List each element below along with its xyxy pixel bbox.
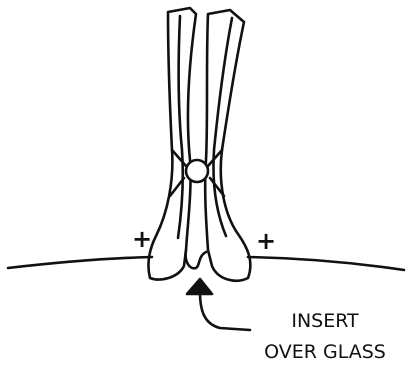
caption-line-over-glass: OVER GLASS xyxy=(250,337,400,368)
spring-coil xyxy=(186,160,208,182)
instruction-caption: INSERT OVER GLASS xyxy=(250,306,400,368)
clothespin-left-ridge xyxy=(178,16,183,238)
clothespin-right-ridge xyxy=(214,18,233,236)
plus-mark-right: + xyxy=(256,229,276,253)
plus-mark-left: + xyxy=(132,227,152,251)
clothespin-right-prong xyxy=(205,10,250,281)
pointer-arrow-line xyxy=(200,292,250,330)
caption-line-insert: INSERT xyxy=(250,306,400,337)
glass-rim-line xyxy=(8,257,404,270)
rim-notch xyxy=(186,250,206,268)
clothespin-left-prong xyxy=(148,8,196,280)
